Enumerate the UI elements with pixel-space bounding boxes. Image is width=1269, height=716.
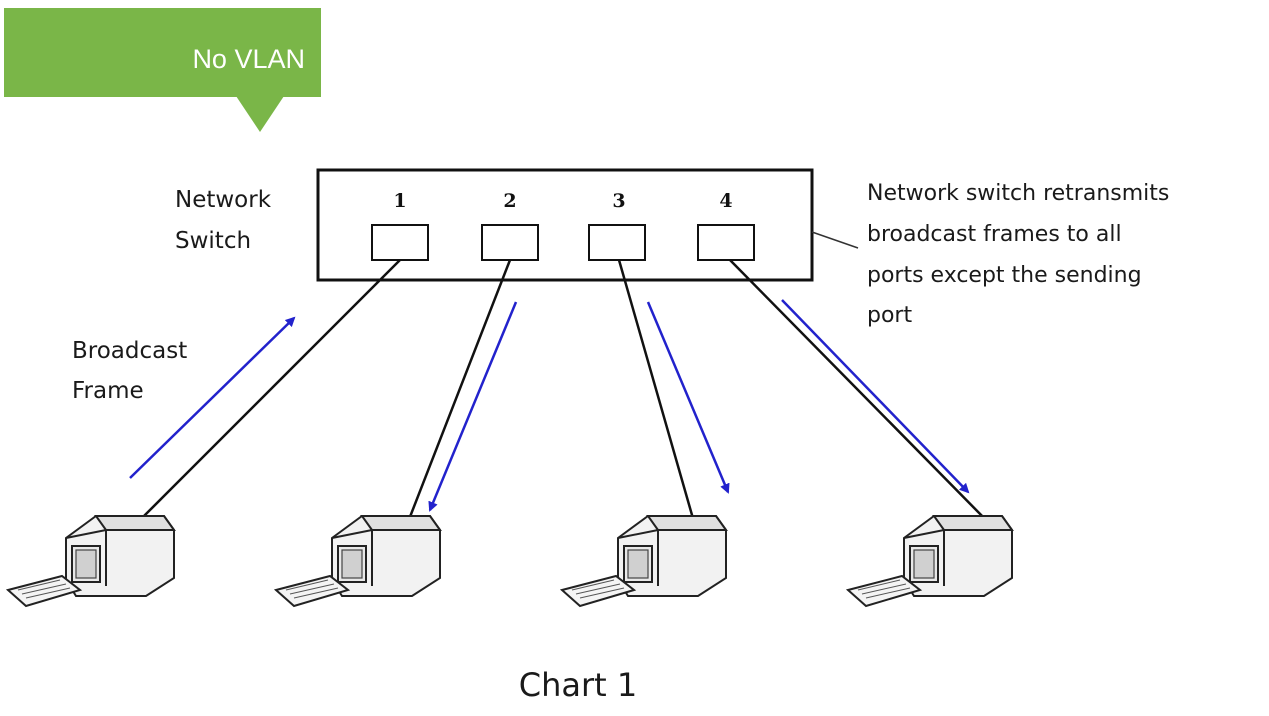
- annotation-line4: port: [867, 303, 912, 328]
- annotation-line1: Network switch retransmits: [867, 181, 1169, 206]
- broadcast-label-line1: Broadcast: [72, 338, 187, 364]
- switch-port-1: [371, 224, 429, 261]
- switch-label-line1: Network: [175, 187, 272, 213]
- switch-label-line2: Switch: [175, 228, 251, 254]
- port-number-3: 3: [612, 190, 625, 212]
- banner-pointer: [236, 96, 284, 132]
- port-number-1: 1: [393, 190, 406, 212]
- banner-label: No VLAN: [192, 44, 305, 74]
- arrow-icon: [129, 316, 296, 479]
- computer-icon: [331, 515, 441, 597]
- computer-icon: [65, 515, 175, 597]
- arrow-icon: [428, 301, 518, 512]
- keyboard-icon: [561, 575, 635, 607]
- switch-port-4: [697, 224, 755, 261]
- keyboard-icon: [275, 575, 349, 607]
- computer-icon: [617, 515, 727, 597]
- cable-port-1: [137, 259, 401, 523]
- arrow-icon: [781, 299, 970, 494]
- arrow-icon: [646, 301, 730, 494]
- cable-port-3: [617, 259, 696, 523]
- keyboard-icon: [7, 575, 81, 607]
- port-number-4: 4: [719, 190, 732, 212]
- computer-icon: [903, 515, 1013, 597]
- cable-port-4: [729, 259, 989, 523]
- switch-port-3: [588, 224, 646, 261]
- banner: No VLAN: [4, 8, 321, 97]
- port-number-2: 2: [503, 190, 516, 212]
- chart-caption: Chart 1: [519, 666, 637, 704]
- annotation-line2: broadcast frames to all: [867, 222, 1122, 247]
- annotation-leader-line: [811, 231, 859, 249]
- annotation-line3: ports except the sending: [867, 263, 1142, 288]
- broadcast-label-line2: Frame: [72, 378, 144, 404]
- keyboard-icon: [847, 575, 921, 607]
- cable-port-2: [406, 259, 512, 523]
- switch-port-2: [481, 224, 539, 261]
